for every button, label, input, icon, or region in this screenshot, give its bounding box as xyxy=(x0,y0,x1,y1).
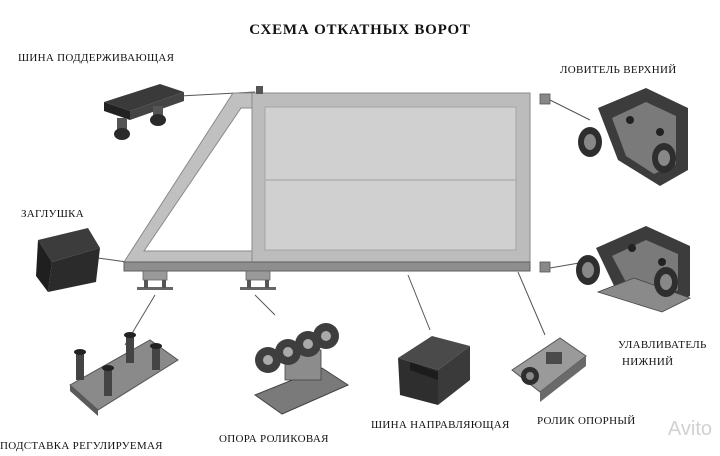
lower-catcher-bracket xyxy=(539,261,551,273)
label-support-rail: ШИНА ПОДДЕРЖИВАЮЩАЯ xyxy=(18,52,175,64)
label-roller-support: ОПОРА РОЛИКОВАЯ xyxy=(219,433,329,445)
label-lower-catcher-line2: НИЖНИЙ xyxy=(622,356,674,368)
gate-panel xyxy=(264,106,517,251)
upper-catcher-bracket xyxy=(539,93,551,105)
upper-catcher-icon xyxy=(578,88,688,186)
roller-support-icon xyxy=(253,323,350,415)
lower-catcher-icon xyxy=(576,226,692,313)
leader-end-cap xyxy=(97,257,128,263)
label-support-roller: РОЛИК ОПОРНЫЙ xyxy=(537,415,636,427)
roller-carriage-left xyxy=(137,270,173,290)
gate-frame xyxy=(123,86,551,290)
watermark-logo: Avito xyxy=(667,418,712,440)
end-cap-icon xyxy=(36,228,100,292)
label-lower-catcher-line1: УЛАВЛИВАТЕЛЬ xyxy=(618,339,707,351)
leader-support-roller xyxy=(517,271,546,336)
gate-counterweight-frame xyxy=(123,92,265,263)
top-roller-stub xyxy=(256,86,263,94)
guide-rail-icon xyxy=(398,336,470,405)
leader-roller-support xyxy=(254,294,276,316)
guide-beam xyxy=(123,261,531,272)
roller-carriage-right xyxy=(240,270,276,290)
support-rail-icon xyxy=(104,84,184,140)
support-roller-icon xyxy=(511,337,587,402)
leader-upper-catcher xyxy=(549,99,591,121)
label-upper-catcher: ЛОВИТЕЛЬ ВЕРХНИЙ xyxy=(560,64,677,76)
label-guide-rail: ШИНА НАПРАВЛЯЮЩАЯ xyxy=(371,419,510,431)
adjustable-base-icon xyxy=(69,332,179,416)
label-adjustable-base: ПОДСТАВКА РЕГУЛИРУЕМАЯ xyxy=(0,440,163,452)
label-end-cap: ЗАГЛУШКА xyxy=(21,208,85,220)
leader-guide-rail xyxy=(407,274,431,331)
diagram-title: СХЕМА ОТКАТНЫХ ВОРОТ xyxy=(249,22,471,38)
